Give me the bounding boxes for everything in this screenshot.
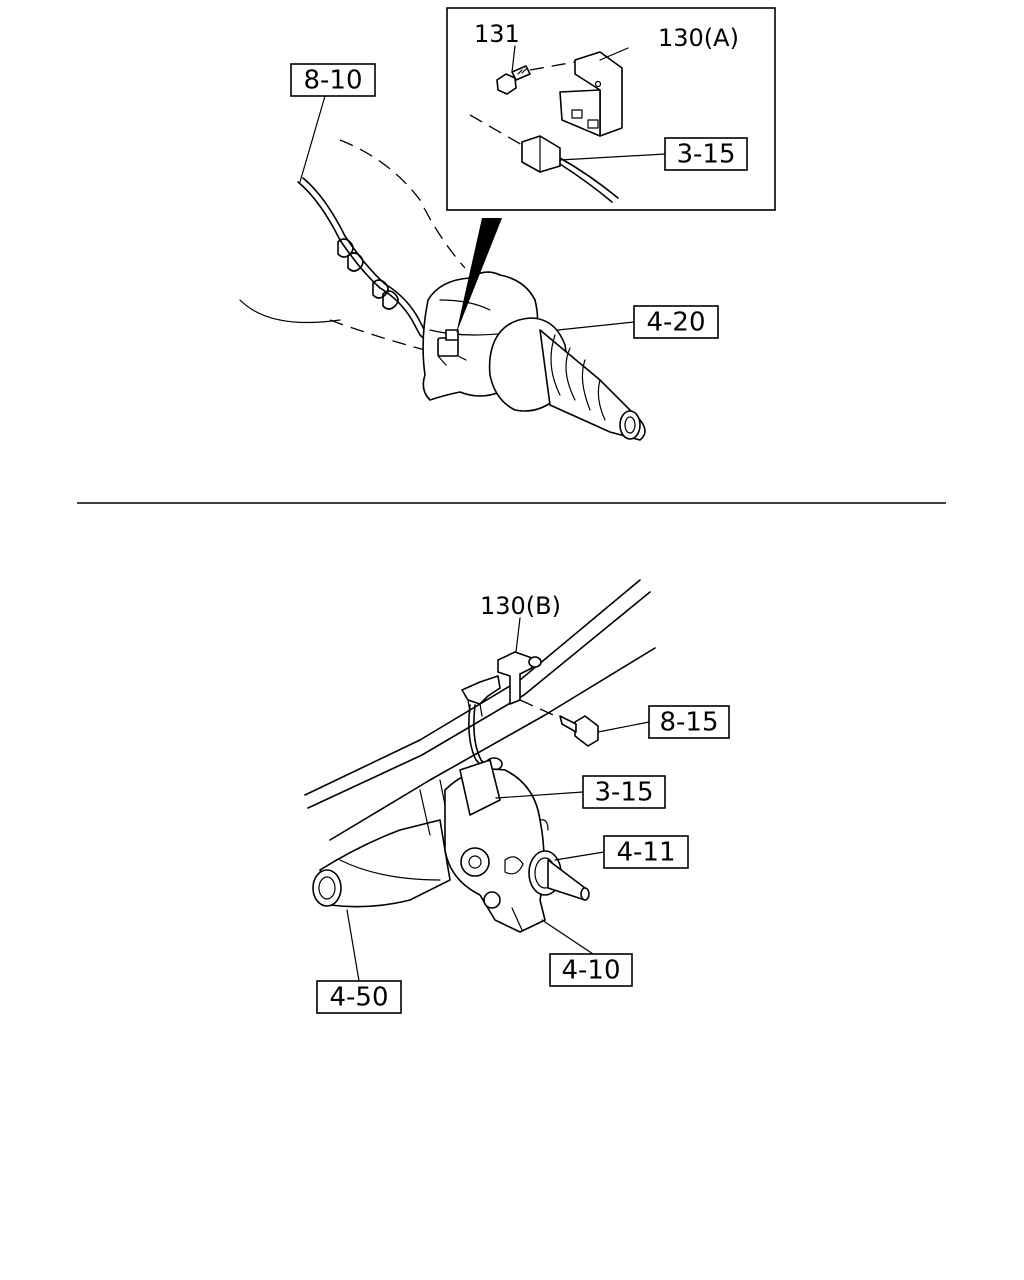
body-outline xyxy=(239,139,466,351)
callout-4-20-label: 4-20 xyxy=(646,308,705,338)
callout-4-20: 4-20 xyxy=(633,305,719,339)
bracket-130b xyxy=(461,651,542,717)
callout-3-15-label: 3-15 xyxy=(594,778,653,808)
callout-4-50-label: 4-50 xyxy=(329,983,388,1013)
speed-sensor xyxy=(437,329,467,366)
output-shaft-end xyxy=(619,410,641,440)
callout-8-15-label: 8-15 xyxy=(659,708,718,738)
harness-clip xyxy=(372,279,399,310)
top-view: 8-10 3-15 4-20 131 130(A) xyxy=(239,7,776,441)
detail-inset xyxy=(446,7,776,211)
callout-3-15: 3-15 xyxy=(582,775,666,809)
detail-pointer xyxy=(456,218,502,334)
callout-3-15-inset-label: 3-15 xyxy=(676,140,735,170)
steering-knuckle xyxy=(444,759,549,933)
bolt-131 xyxy=(496,65,531,95)
label-131: 131 xyxy=(474,20,520,48)
wheel-hub xyxy=(528,850,590,901)
callout-4-50: 4-50 xyxy=(316,980,402,1014)
callout-8-10-label: 8-10 xyxy=(303,66,362,96)
callout-4-10: 4-10 xyxy=(549,953,633,987)
callout-4-10-label: 4-10 xyxy=(561,956,620,986)
callout-4-11: 4-11 xyxy=(603,835,689,869)
label-130a: 130(A) xyxy=(658,24,739,52)
bottom-leaders xyxy=(346,617,650,982)
bolt-8-15 xyxy=(519,699,599,747)
harness-clip xyxy=(337,238,364,272)
transmission-case xyxy=(422,271,646,441)
sensor-detail xyxy=(469,114,619,203)
label-130b: 130(B) xyxy=(480,592,561,620)
callout-4-11-label: 4-11 xyxy=(616,838,675,868)
bracket-130a xyxy=(559,51,623,137)
callout-8-15: 8-15 xyxy=(648,705,730,739)
callout-8-10: 8-10 xyxy=(290,63,376,97)
axle-housing xyxy=(312,779,451,908)
top-leaders xyxy=(299,45,666,331)
callout-3-15-inset: 3-15 xyxy=(664,137,748,171)
bottom-view: 130(B) 8-15 3-15 4-11 4-10 4-50 xyxy=(304,579,730,1014)
